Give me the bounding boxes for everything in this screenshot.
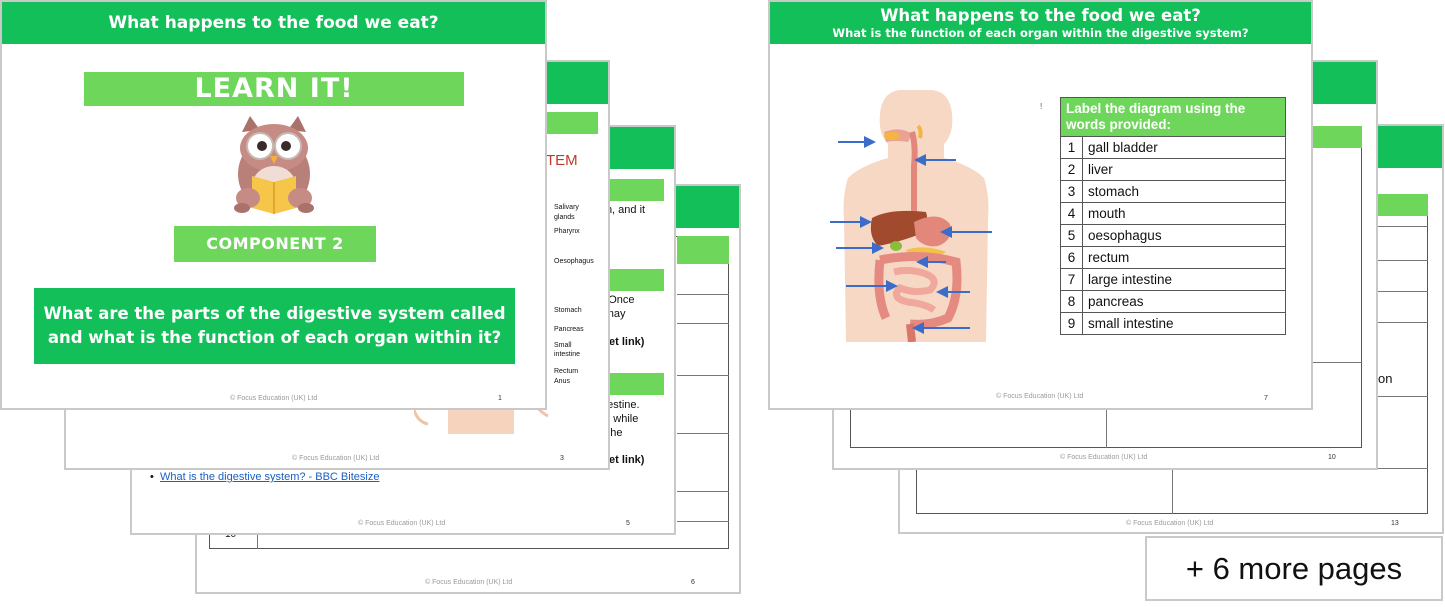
slide-7[interactable]: What happens to the food we eat? What is…: [768, 0, 1313, 410]
digestive-system-diagram: [843, 90, 989, 342]
col-line: [257, 521, 258, 549]
organ-label: Rectum: [554, 368, 579, 375]
table-heading: Label the diagram using the words provid…: [1060, 97, 1286, 137]
row-word: oesophagus: [1082, 224, 1286, 247]
row-line: [677, 491, 729, 492]
row-word: gall bladder: [1082, 136, 1286, 159]
slide-1[interactable]: What happens to the food we eat? LEARN I…: [0, 0, 547, 410]
bullet-link-item: • What is the digestive system? - BBC Bi…: [150, 471, 380, 483]
row-line: [1378, 226, 1428, 227]
row-number: 9: [1060, 312, 1083, 335]
row-number: 7: [1060, 268, 1083, 291]
learn-it-banner: LEARN IT!: [84, 72, 464, 106]
organ-label: intestine: [554, 351, 581, 358]
row-line: [677, 323, 729, 324]
row-word: large intestine: [1082, 268, 1286, 291]
component-label: COMPONENT 2: [174, 226, 376, 262]
row-word: pancreas: [1082, 290, 1286, 313]
row-word: rectum: [1082, 246, 1286, 269]
organ-label: Pharynx: [554, 228, 580, 235]
organ-label: Pancreas: [554, 326, 584, 333]
slide-footer: © Focus Education (UK) Ltd: [1126, 520, 1214, 527]
organ-label: Small: [554, 342, 572, 349]
page-number: 7: [1264, 395, 1268, 402]
page-number: 3: [560, 455, 564, 462]
row-line: [1378, 291, 1428, 292]
organ-label: Oesophagus: [554, 258, 594, 265]
row-number: 4: [1060, 202, 1083, 225]
organ-label: glands: [554, 214, 575, 221]
organ-label: Salivary: [554, 204, 579, 211]
page-number: 5: [626, 520, 630, 527]
table-header-bar: [1378, 194, 1428, 216]
title-bar: [536, 112, 598, 134]
slide-footer: © Focus Education (UK) Ltd: [230, 395, 318, 402]
organ-label: Stomach: [554, 307, 582, 314]
text-fragment: on: [1378, 371, 1393, 386]
row-number: 5: [1060, 224, 1083, 247]
page-number: 1: [498, 395, 502, 402]
row-word: liver: [1082, 158, 1286, 181]
stray-mark: !: [1040, 102, 1043, 111]
more-pages-badge[interactable]: + 6 more pages: [1145, 536, 1443, 601]
row-number: 1: [1060, 136, 1083, 159]
page-number: 13: [1391, 520, 1399, 527]
row-line: [1378, 396, 1428, 397]
row-line: [1378, 322, 1428, 323]
row-word: small intestine: [1082, 312, 1286, 335]
slide-footer: © Focus Education (UK) Ltd: [425, 579, 513, 586]
row-line: [677, 521, 729, 522]
row-word: mouth: [1082, 202, 1286, 225]
slide-footer: © Focus Education (UK) Ltd: [996, 393, 1084, 400]
row-line: [1288, 362, 1362, 363]
table-header-bar: [677, 236, 729, 264]
question-line: and what is the function of each organ w…: [47, 328, 502, 347]
slide-footer: © Focus Education (UK) Ltd: [1060, 454, 1148, 461]
question-box: What are the parts of the digestive syst…: [34, 288, 515, 364]
slide-title: What happens to the food we eat?: [2, 2, 545, 44]
label-arrows: [830, 136, 992, 334]
bbc-bitesize-link[interactable]: What is the digestive system? - BBC Bite…: [159, 471, 380, 483]
slide-footer: © Focus Education (UK) Ltd: [292, 455, 380, 462]
row-line: [677, 375, 729, 376]
slide-subtitle: What is the function of each organ withi…: [832, 26, 1249, 40]
row-number: 8: [1060, 290, 1083, 313]
slide-header: What happens to the food we eat? What is…: [770, 2, 1311, 44]
question-line: What are the parts of the digestive syst…: [43, 304, 506, 323]
word-list-table: Label the diagram using the words provid…: [1060, 97, 1286, 335]
slide-title: What happens to the food we eat?: [880, 6, 1201, 25]
row-number: 2: [1060, 158, 1083, 181]
row-line: [677, 433, 729, 434]
row-word: stomach: [1082, 180, 1286, 203]
organ-label: Anus: [554, 378, 570, 385]
row-number: 3: [1060, 180, 1083, 203]
row-line: [677, 294, 729, 295]
slide-footer: © Focus Education (UK) Ltd: [358, 520, 446, 527]
owl-reading-icon: [234, 116, 314, 214]
page-number: 10: [1328, 454, 1336, 461]
row-number: 6: [1060, 246, 1083, 269]
page-number: 6: [691, 579, 695, 586]
row-line: [1378, 260, 1428, 261]
col-line: [1172, 468, 1173, 514]
